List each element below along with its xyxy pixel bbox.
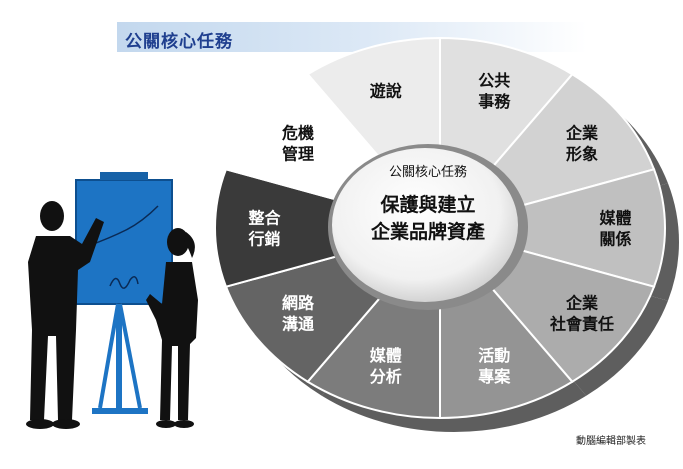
- wheel-segment-label: 危機管理: [282, 124, 314, 164]
- wheel-segment-label-line: 企業: [565, 124, 599, 143]
- hub-label: 公關核心任務: [389, 165, 467, 180]
- wheel-segment-label-line: 媒體: [370, 346, 402, 365]
- wheel-segment-label: 網路溝通: [282, 293, 315, 333]
- credit-text: 動腦編輯部製表: [576, 436, 646, 447]
- wheel-segment-label-line: 媒體: [599, 209, 631, 228]
- presenter-illustration: [26, 172, 198, 429]
- wheel-segment-label-line: 企業: [565, 293, 599, 312]
- wheel-segment-label-line: 事務: [478, 92, 511, 111]
- wheel-segment-label-line: 危機: [282, 124, 314, 143]
- hub-line-1: 保護與建立: [379, 193, 475, 216]
- wheel-segment-label-line: 公共: [478, 71, 510, 90]
- wheel-segment-label: 整合行銷: [247, 209, 281, 249]
- wheel-segment-label: 企業社會責任: [549, 293, 614, 333]
- wheel-segment-label-line: 整合: [247, 209, 281, 228]
- wheel-segment-label-line: 遊說: [370, 82, 402, 101]
- woman-silhouette: [146, 228, 198, 428]
- wheel-segment-label: 活動專案: [478, 346, 511, 386]
- wheel-segment-label-line: 社會責任: [549, 314, 614, 333]
- wheel-segment-label-line: 網路: [282, 293, 315, 312]
- wheel-segment-label-line: 管理: [282, 145, 314, 164]
- wheel-segment-label-line: 行銷: [247, 230, 280, 249]
- wheel-segment: [436, 168, 666, 288]
- wheel-segment-label-line: 溝通: [282, 314, 314, 333]
- hub-circle: [332, 148, 518, 302]
- wheel-segment-label: 媒體關係: [599, 209, 631, 249]
- hub-line-2: 企業品牌資產: [370, 220, 485, 243]
- wheel-segment-label: 媒體分析: [370, 346, 402, 386]
- wheel-segment-label-line: 分析: [370, 367, 402, 386]
- man-silhouette: [26, 201, 104, 429]
- wheel-segment-label-line: 關係: [599, 230, 631, 249]
- wheel-segment: [214, 168, 444, 288]
- wheel-segment-label-line: 專案: [478, 367, 511, 386]
- wheel-segment-label-line: 活動: [478, 346, 510, 365]
- page-title: 公關核心任務: [125, 32, 233, 52]
- wheel-segment-label: 企業形象: [565, 124, 599, 164]
- wheel-segment-label: 遊說: [370, 82, 402, 101]
- wheel-segment-label: 公共事務: [478, 71, 511, 111]
- wheel-segment-label-line: 形象: [566, 145, 598, 164]
